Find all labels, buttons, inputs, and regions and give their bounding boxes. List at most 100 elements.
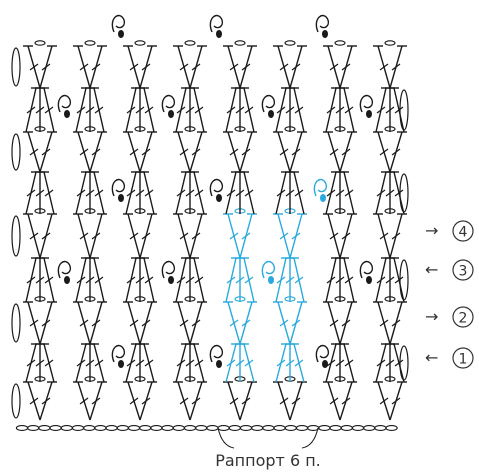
- row-marker-4: → 4: [425, 220, 474, 242]
- picot-icon: [57, 94, 72, 118]
- chain-stitch: [27, 425, 40, 431]
- stitch-fan: [373, 126, 407, 173]
- chart-foundation: [15, 425, 398, 431]
- row-number-circle: [452, 220, 474, 242]
- stitch-fan: [273, 376, 307, 421]
- stitch-fan: [373, 376, 407, 421]
- stitch-fan: [275, 343, 305, 383]
- chain-stitch: [183, 425, 197, 431]
- stitch-fan: [25, 171, 55, 215]
- stitch-fan: [173, 40, 207, 89]
- chain-stitch: [217, 425, 230, 431]
- picot-icon: [315, 344, 330, 368]
- repeat-label: Раппорт 6 п.: [215, 451, 321, 470]
- stitch-row: [25, 171, 409, 215]
- stitch-row: [11, 208, 407, 259]
- stitch-fan: [275, 87, 305, 133]
- stitch-fan: [123, 296, 157, 345]
- stitch-fan: [75, 257, 105, 303]
- stitch-row: [25, 257, 409, 303]
- stitch-fan: [173, 126, 207, 173]
- row-number-circle: [452, 306, 474, 328]
- stitch-fan: [373, 296, 407, 345]
- chain-stitch: [127, 425, 141, 431]
- stitch-fan: [125, 257, 155, 303]
- row-number: 4: [459, 225, 468, 241]
- picot-icon: [261, 260, 276, 284]
- stitch-fan: [223, 208, 257, 259]
- chain-stitch: [49, 425, 62, 431]
- chain-stitch: [284, 425, 297, 431]
- turning-chain: [399, 173, 409, 213]
- stitch-fan: [23, 296, 57, 345]
- chain-stitch: [195, 425, 208, 431]
- picot-icon: [209, 14, 224, 38]
- chain-stitch: [15, 425, 29, 431]
- turning-chain: [11, 133, 21, 171]
- chain-stitch: [139, 425, 152, 431]
- stitch-fan: [373, 208, 407, 259]
- stitch-fan: [25, 257, 55, 303]
- chain-stitch: [318, 425, 331, 431]
- chain-stitch: [239, 425, 253, 431]
- stitch-fan: [273, 40, 307, 89]
- stitch-fan: [225, 343, 255, 383]
- stitch-fan: [23, 126, 57, 173]
- picot-icon: [111, 14, 126, 38]
- stitch-fan: [325, 171, 355, 215]
- turning-chain: [11, 215, 21, 257]
- chain-stitch: [295, 425, 309, 431]
- stitch-fan: [125, 171, 155, 215]
- picot-icon: [209, 344, 224, 368]
- stitch-fan: [323, 208, 357, 259]
- chain-stitch: [172, 425, 185, 431]
- chain-stitch: [150, 425, 163, 431]
- picot-icon: [209, 178, 224, 202]
- picot-icon: [359, 94, 374, 118]
- stitch-fan: [273, 208, 307, 259]
- row-marker-1: ← 1: [425, 347, 474, 369]
- stitch-row: [11, 40, 407, 89]
- stitch-fan: [375, 343, 405, 383]
- stitch-fan: [25, 343, 55, 383]
- stitch-fan: [375, 171, 405, 215]
- picot-icon: [261, 94, 276, 118]
- stitch-fan: [375, 87, 405, 133]
- row-number: 2: [459, 311, 468, 327]
- stitch-fan: [173, 296, 207, 345]
- stitch-fan: [23, 376, 57, 421]
- chain-stitch: [273, 425, 286, 431]
- row-marker-2: → 2: [425, 306, 474, 328]
- stitch-fan: [175, 87, 205, 133]
- stitch-fan: [225, 257, 255, 303]
- stitch-fan: [123, 126, 157, 173]
- foundation-chain: [15, 425, 398, 431]
- stitch-fan: [323, 40, 357, 89]
- arrow-right-icon: →: [425, 221, 438, 240]
- stitch-fan: [273, 126, 307, 173]
- stitch-fan: [73, 376, 107, 421]
- stitch-fan: [123, 376, 157, 421]
- stitch-row: [25, 87, 409, 133]
- stitch-fan: [225, 87, 255, 133]
- chain-stitch: [262, 425, 275, 431]
- stitch-fan: [375, 257, 405, 303]
- stitch-fan: [223, 296, 257, 345]
- row-number-circle: [452, 259, 474, 281]
- stitch-fan: [175, 343, 205, 383]
- chain-stitch: [351, 425, 365, 431]
- arrow-right-icon: →: [425, 307, 438, 326]
- chain-stitch: [60, 425, 73, 431]
- chart-picots: [57, 14, 374, 368]
- chain-stitch: [83, 425, 96, 431]
- stitch-fan: [325, 343, 355, 383]
- stitch-fan: [225, 171, 255, 215]
- stitch-fan: [223, 126, 257, 173]
- chain-stitch: [206, 425, 219, 431]
- stitch-fan: [125, 87, 155, 133]
- stitch-fan: [23, 40, 57, 89]
- picot-icon: [161, 260, 176, 284]
- row-marker-3: ← 3: [425, 259, 474, 281]
- turning-chain: [399, 259, 409, 301]
